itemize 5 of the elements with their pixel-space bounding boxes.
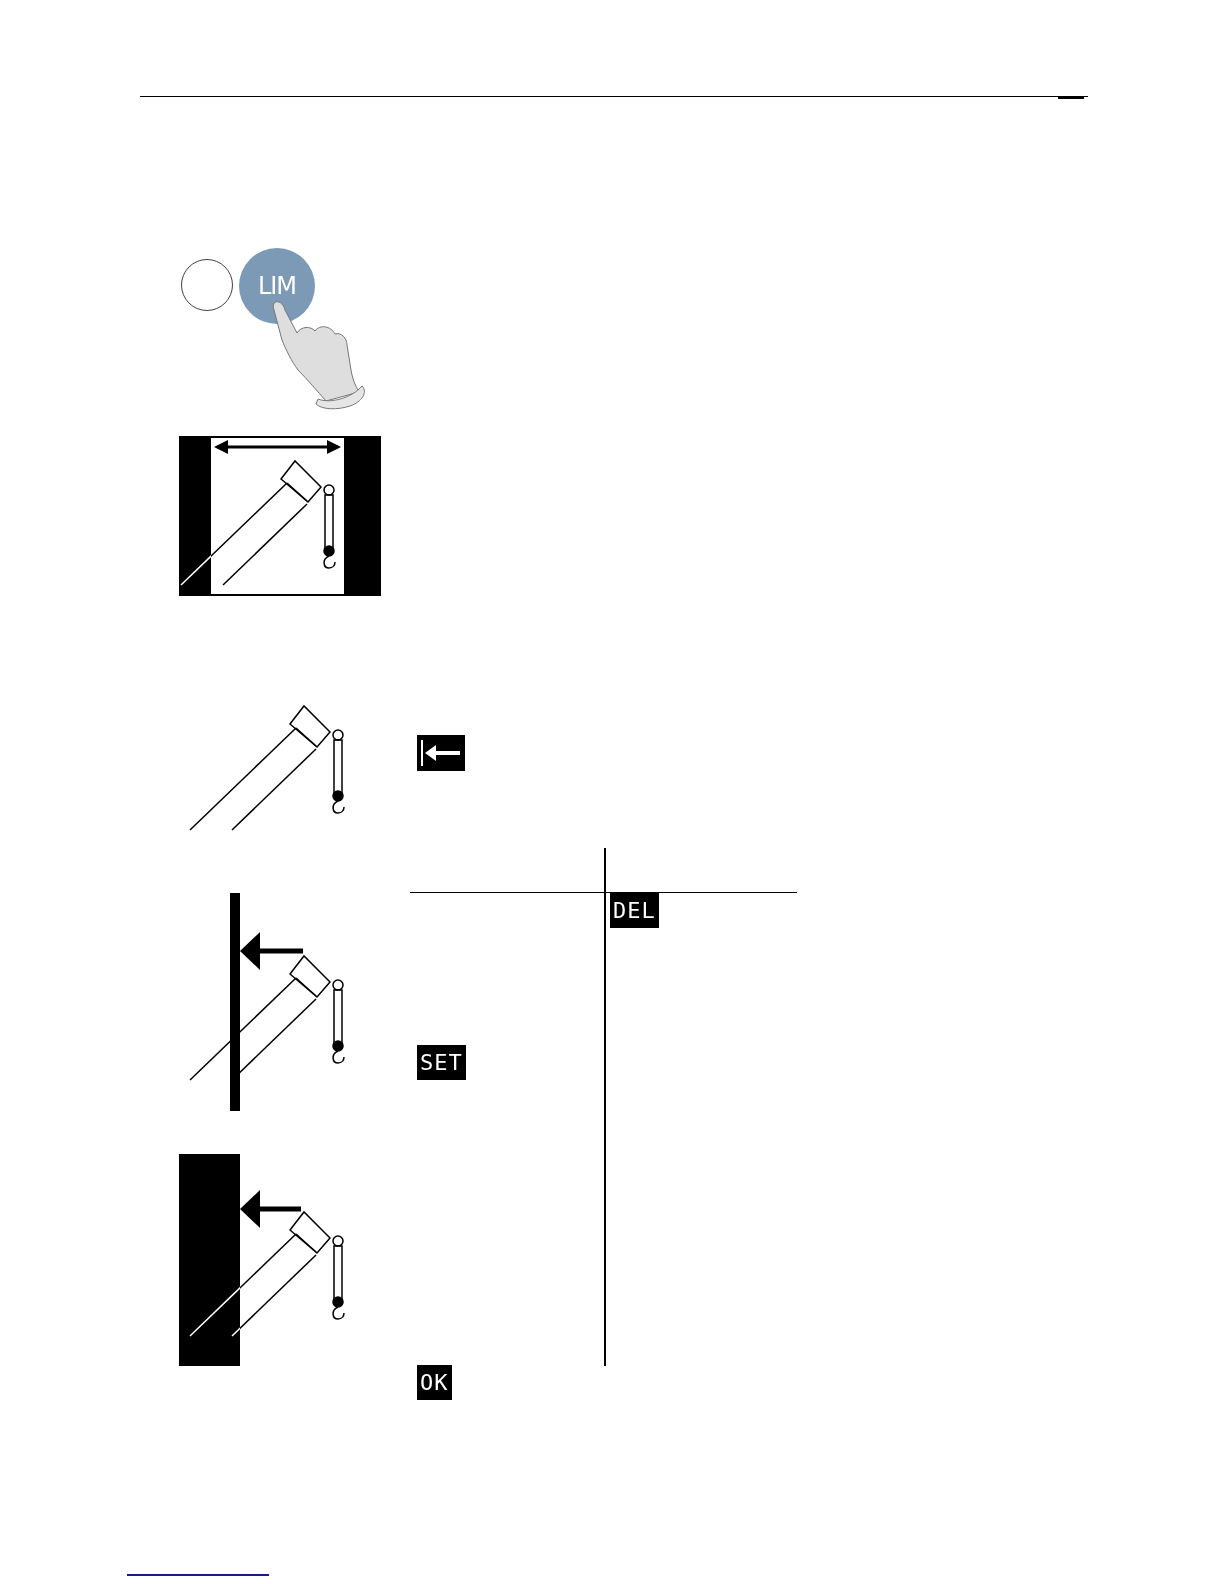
key-label: OK	[417, 1365, 452, 1400]
key-label: SET	[417, 1045, 466, 1080]
lim-button: LIM	[239, 248, 315, 324]
blank-button	[181, 259, 233, 311]
key-label: DEL	[610, 893, 659, 928]
